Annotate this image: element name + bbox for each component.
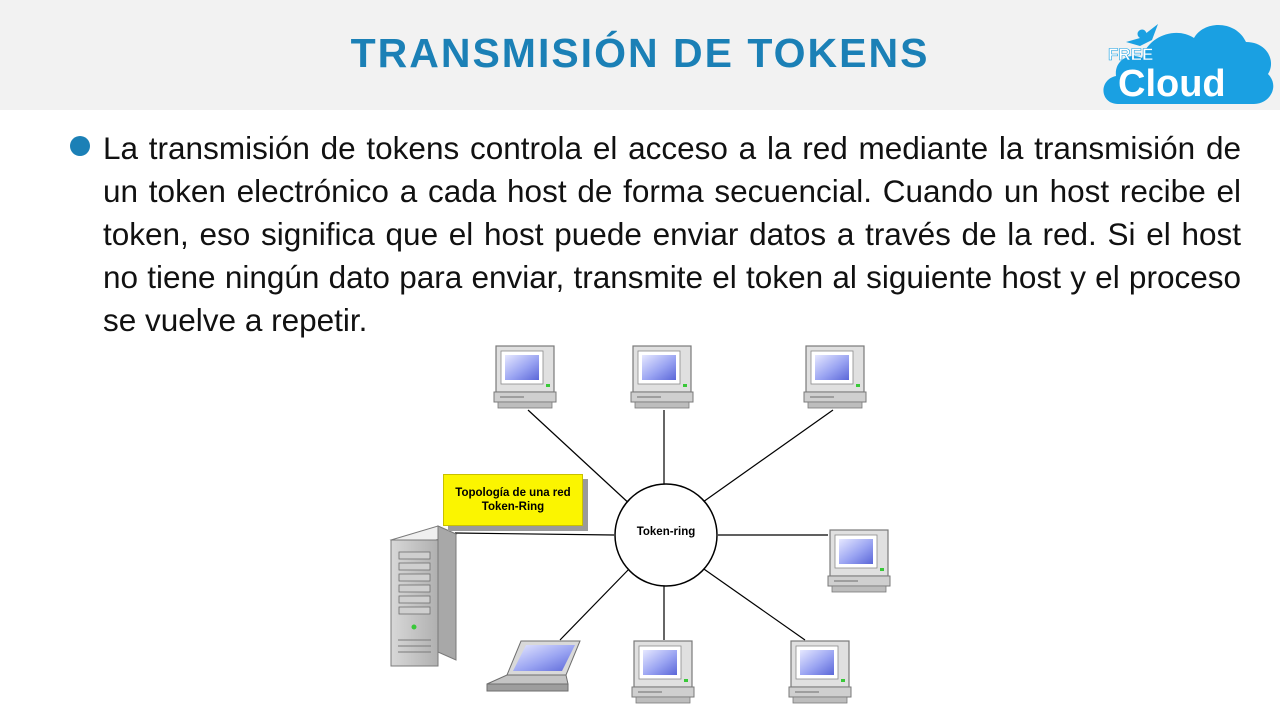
free-cloud-logo: FREE Cloud [1103, 24, 1274, 105]
diagram-note: Topología de una red Token-Ring [443, 474, 583, 526]
svg-text:FREE: FREE [1108, 45, 1153, 64]
header-band [0, 0, 1280, 110]
diagram-note-line1: Topología de una red [455, 487, 571, 499]
laptop-icon [486, 640, 581, 692]
workstation-icon [788, 640, 852, 704]
bullet-dot [70, 136, 90, 156]
ring-label: Token-ring [636, 526, 696, 538]
token-ring-node [614, 483, 718, 587]
diagram-note-line2: Token-Ring [481, 501, 545, 513]
page-title: TRANSMISIÓN DE TOKENS [350, 30, 930, 76]
body-paragraph: La transmisión de tokens controla el acc… [103, 130, 1241, 338]
server-icon [389, 525, 458, 667]
connection-lines [454, 409, 834, 641]
svg-text:Cloud: Cloud [1118, 63, 1226, 105]
workstation-icon [827, 529, 891, 593]
workstation-icon [630, 345, 694, 409]
workstation-icon [803, 345, 867, 409]
workstation-icon [493, 345, 557, 409]
workstation-icon [631, 640, 695, 704]
